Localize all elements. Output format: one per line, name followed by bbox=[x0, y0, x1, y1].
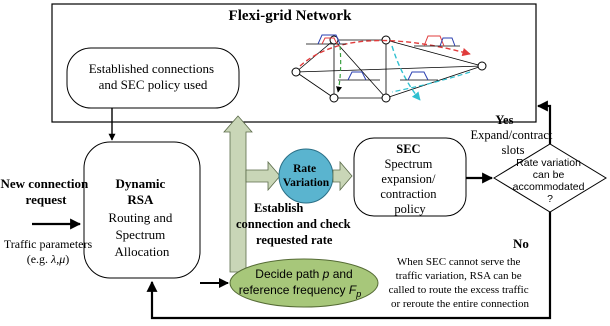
no-label: No bbox=[513, 236, 529, 251]
svg-text:New connection request: New connection request bbox=[1, 176, 92, 207]
rsa-body-1: Routing and bbox=[108, 210, 172, 225]
decide-line1-suffix: and bbox=[329, 267, 352, 281]
decision-diamond: Rate variation can be accommodated ? bbox=[493, 143, 607, 213]
sec-body-3: contraction bbox=[380, 187, 437, 201]
fallback-line-3: called to route the excess traffic bbox=[389, 284, 529, 296]
established-line-1: Established connections bbox=[89, 61, 214, 76]
svg-text:Decide path p and: Decide path p and bbox=[255, 267, 352, 281]
traffic-params-prefix: (e.g. bbox=[27, 252, 51, 266]
rate-variation-node: Rate Variation bbox=[278, 148, 334, 204]
new-connection-line-2: request bbox=[26, 192, 68, 207]
decide-line1-prefix: Decide path bbox=[255, 267, 322, 281]
sec-box: SEC Spectrum expansion/ contraction poli… bbox=[353, 137, 467, 217]
dynamic-rsa-box: Dynamic RSA Routing and Spectrum Allocat… bbox=[83, 141, 201, 279]
network-node bbox=[291, 67, 301, 77]
yes-action-1: Expand/contract bbox=[470, 128, 552, 142]
establish-line-2: connection and check bbox=[236, 217, 351, 231]
spectrum-inset bbox=[306, 34, 346, 45]
sec-body-2: expansion/ bbox=[381, 172, 436, 186]
spectrum-inset bbox=[400, 71, 438, 81]
network-topology bbox=[291, 34, 487, 103]
decide-line2-var: F bbox=[349, 283, 357, 297]
arrow-no-feedback bbox=[146, 212, 552, 320]
fallback-line-4: or reroute the entire connection bbox=[391, 298, 530, 310]
decide-line2-prefix: reference frequency bbox=[239, 283, 349, 297]
green-dashed-path bbox=[336, 45, 342, 93]
svg-text:Rate variation can be: Rate variation can be accommodated ? bbox=[513, 157, 588, 205]
svg-text:SEC Spectrum expan: SEC Spectrum expansion/ contraction poli… bbox=[380, 142, 439, 216]
sec-title: SEC bbox=[396, 142, 420, 156]
decision-line-4: ? bbox=[547, 193, 553, 205]
fallback-line-2: traffic variation, RSA can be bbox=[396, 270, 522, 282]
svg-text:reference frequency Fp: reference frequency Fp bbox=[239, 283, 361, 299]
svg-text:Establish connection and c: Establish connection and check requested… bbox=[236, 201, 354, 247]
arrow-to-rate bbox=[245, 160, 281, 192]
sec-body-1: Spectrum bbox=[384, 157, 432, 171]
cyan-dashed-path bbox=[391, 71, 471, 93]
arrow-rate-to-sec bbox=[332, 160, 353, 192]
fallback-line-1: When SEC cannot serve the bbox=[397, 256, 521, 268]
decision-line-2: can be bbox=[533, 169, 565, 181]
network-node bbox=[329, 93, 339, 103]
decision-line-1: Rate variation bbox=[516, 157, 581, 169]
rsa-title-2: RSA bbox=[127, 192, 154, 207]
svg-text:Rate Variation: Rate Variation bbox=[283, 163, 330, 189]
establish-line-3: requested rate bbox=[256, 233, 333, 247]
rate-line-2: Variation bbox=[283, 177, 330, 189]
cyan-dashed-path bbox=[391, 45, 421, 101]
yes-action-2: slots bbox=[502, 143, 525, 157]
traffic-params-suffix: ) bbox=[65, 252, 69, 266]
rsa-body-2: Spectrum bbox=[115, 227, 165, 242]
svg-text:Traffic parameters: Traffic parameters bbox=[4, 237, 93, 251]
svg-text:(e.g. λ,μ): (e.g. λ,μ) bbox=[27, 252, 70, 266]
sec-body-4: policy bbox=[394, 202, 426, 216]
traffic-params-line-1: Traffic parameters bbox=[4, 237, 93, 251]
yes-label: Yes bbox=[495, 113, 513, 127]
svg-text:When SEC cannot serve the: When SEC cannot serve the traffic variat… bbox=[389, 256, 532, 310]
establish-up-arrow bbox=[223, 115, 253, 273]
svg-text:Established connections: Established connections and SEC policy u… bbox=[89, 61, 218, 92]
network-node bbox=[477, 61, 487, 71]
arrow-yes bbox=[536, 100, 552, 144]
spectrum-inset bbox=[338, 71, 380, 81]
decision-line-3: accommodated bbox=[513, 181, 585, 193]
traffic-params-lambda: λ bbox=[50, 252, 56, 266]
spectrum-inset bbox=[414, 35, 460, 47]
decide-line1-var: p bbox=[322, 267, 330, 281]
decide-line2-sub: p bbox=[355, 289, 361, 299]
network-title: Flexi-grid Network bbox=[229, 8, 353, 24]
traffic-params-mu: μ bbox=[58, 252, 65, 266]
rsa-title-1: Dynamic bbox=[115, 176, 165, 191]
new-connection-line-1: New connection bbox=[1, 176, 90, 191]
rate-line-1: Rate bbox=[293, 163, 316, 175]
decide-path-node: Decide path p and reference frequency Fp bbox=[229, 258, 379, 308]
svg-text:Yes Expand/contract sl: Yes Expand/contract slots bbox=[470, 113, 555, 157]
established-line-2: and SEC policy used bbox=[99, 77, 208, 92]
establish-line-1: Establish bbox=[254, 201, 303, 215]
red-dashed-path bbox=[299, 39, 471, 67]
svg-text:Dynamic RSA Routin: Dynamic RSA Routing and Spectrum Allocat… bbox=[108, 176, 175, 259]
network-node bbox=[381, 93, 391, 103]
rsa-body-3: Allocation bbox=[115, 244, 170, 259]
established-connections-box: Established connections and SEC policy u… bbox=[66, 47, 240, 109]
traffic-params-sep: , bbox=[56, 252, 59, 266]
